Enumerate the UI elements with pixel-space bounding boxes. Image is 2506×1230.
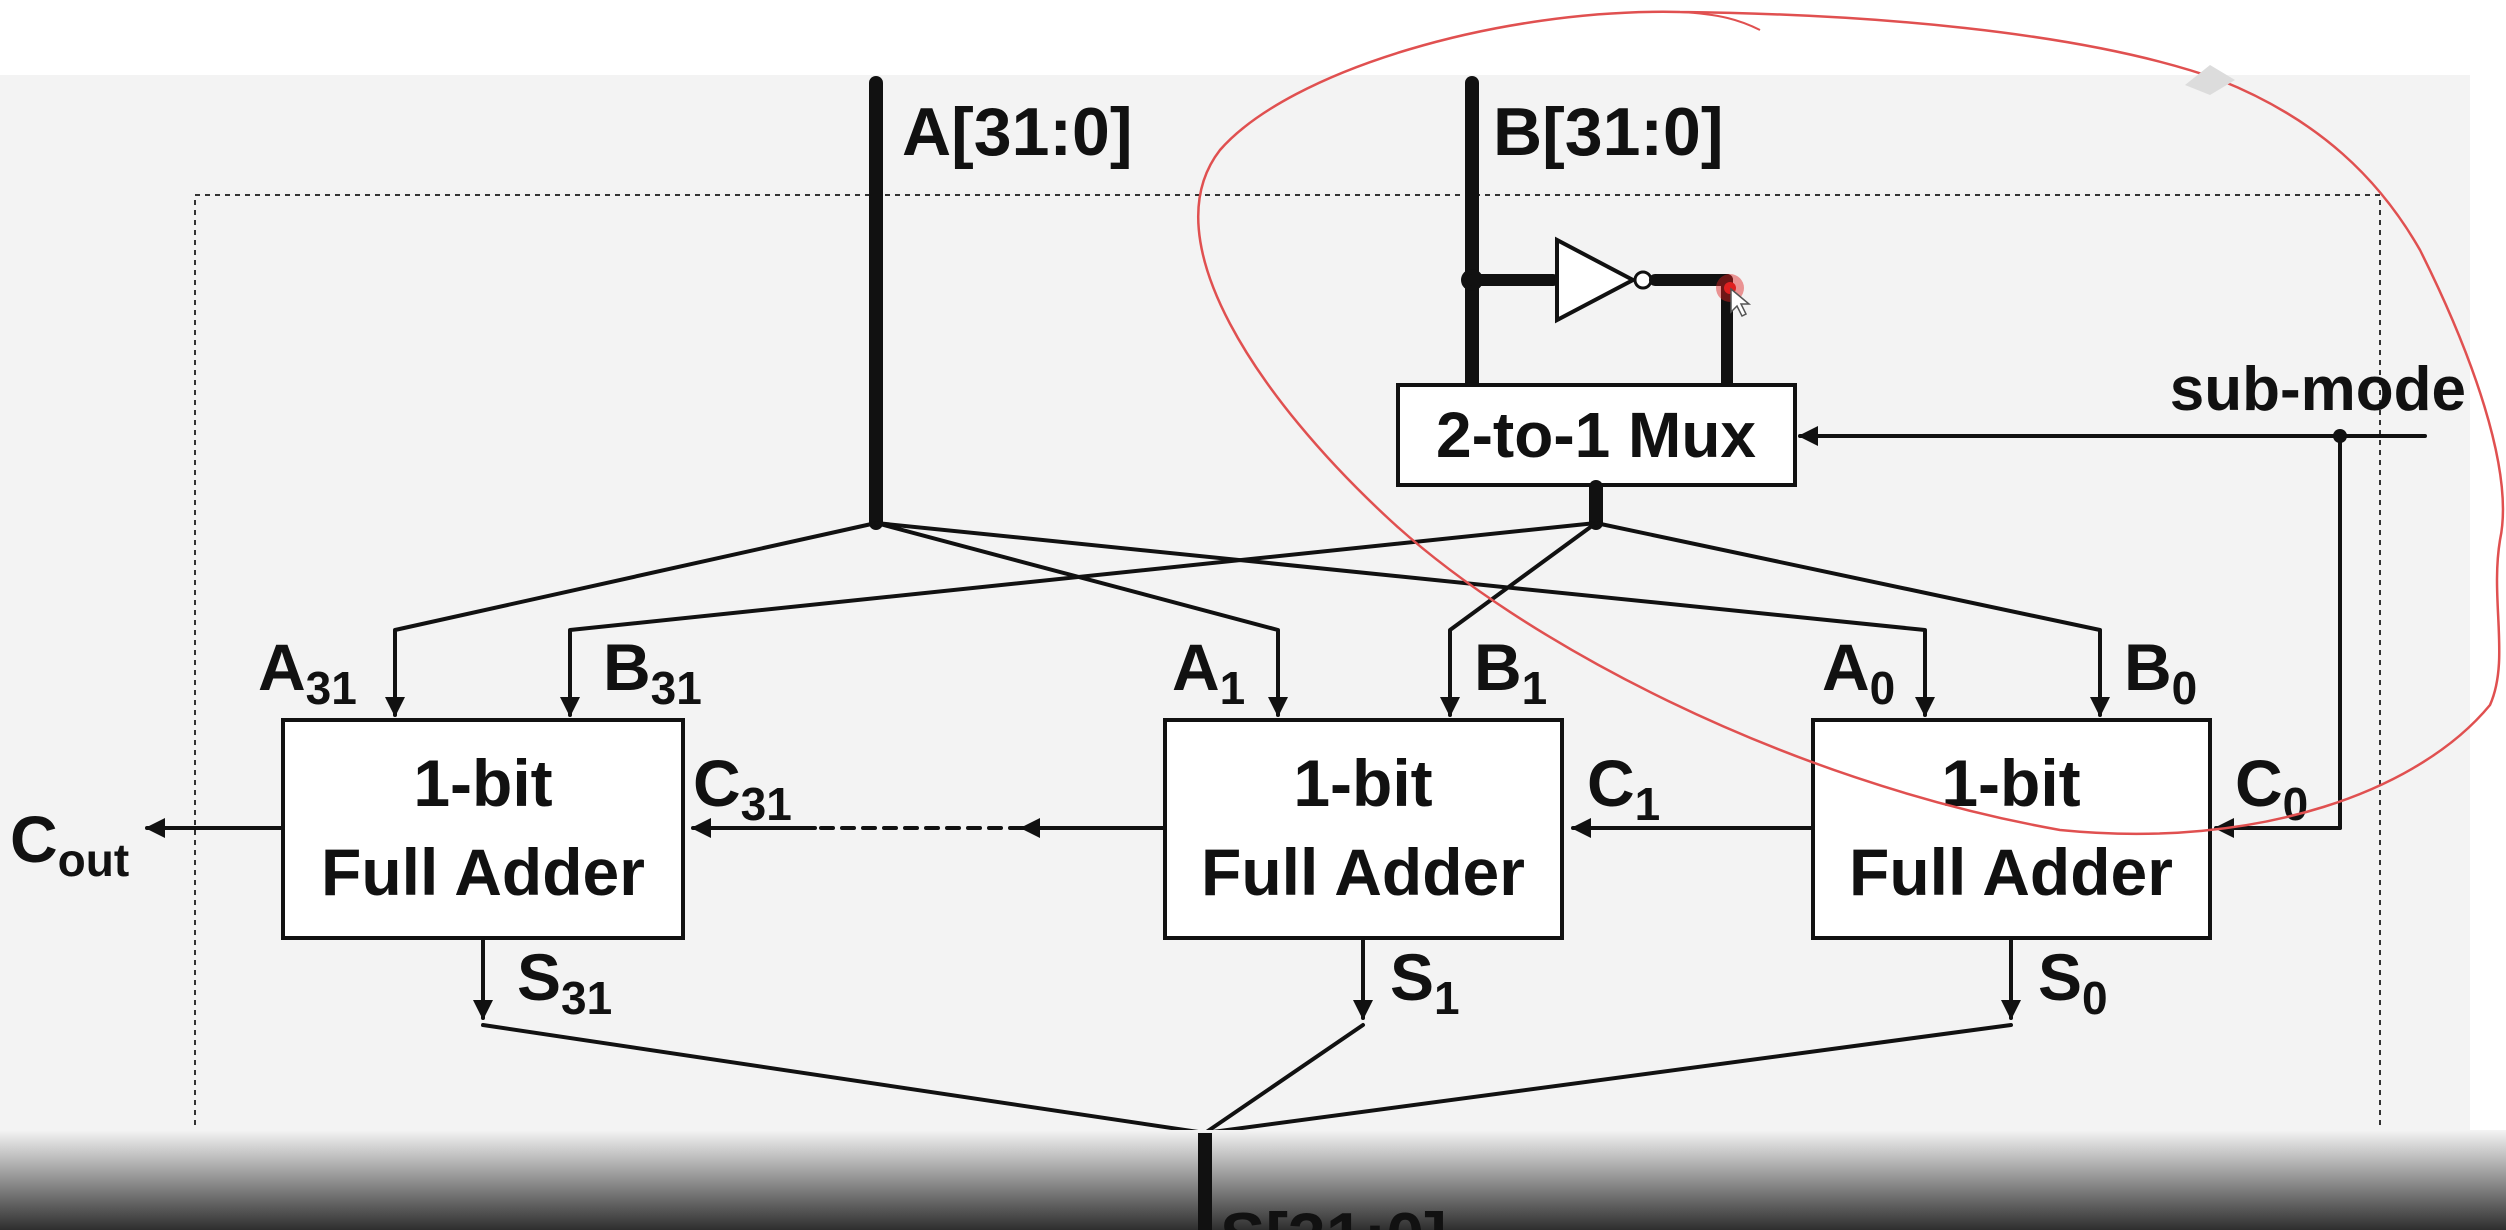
s-bus-label: S[31:0]	[1220, 1199, 1447, 1230]
a31-wire	[385, 521, 878, 717]
inverter-icon	[1555, 236, 1638, 324]
adder-0-line2: Full Adder	[1849, 835, 2173, 909]
pin-a1: A1	[1172, 630, 1245, 714]
pin-b0: B0	[2124, 630, 2197, 714]
mux-label: 2-to-1 Mux	[1436, 399, 1756, 471]
pin-b1: B1	[1474, 630, 1547, 714]
a-bus-label: A[31:0]	[902, 94, 1133, 170]
pin-cout: Cout	[10, 802, 129, 886]
adder-31-line2: Full Adder	[321, 835, 645, 909]
pin-s31: S31	[517, 940, 612, 1024]
b-bus-label: B[31:0]	[1493, 94, 1724, 170]
a1-wire	[874, 521, 1288, 717]
mux-box	[1396, 383, 1797, 487]
adder-0-line1: 1-bit	[1941, 746, 2080, 820]
slide-background	[0, 75, 2470, 1230]
pin-a0: A0	[1822, 630, 1895, 714]
s31-merge-wire	[481, 1023, 1207, 1135]
pin-c31: C31	[693, 746, 792, 830]
red-annotation-tail	[1679, 11, 1761, 31]
pin-a31: A31	[258, 630, 357, 714]
s0-merge-wire	[1203, 1023, 2013, 1135]
full-adder-1	[1163, 718, 1564, 940]
pin-c1: C1	[1587, 746, 1660, 830]
b31-wire	[560, 521, 1598, 717]
pin-s0: S0	[2038, 940, 2108, 1024]
corner-decoration	[2185, 65, 2235, 95]
pin-c0: C0	[2235, 746, 2308, 830]
pin-s1: S1	[1390, 940, 1460, 1024]
pin-b31: B31	[603, 630, 702, 714]
a0-wire	[874, 521, 1935, 717]
adder-1-line2: Full Adder	[1201, 835, 1525, 909]
b1-wire	[1440, 521, 1598, 717]
full-adder-31	[281, 718, 685, 940]
s1-merge-wire	[1203, 1023, 1365, 1135]
adder-31-line1: 1-bit	[413, 746, 552, 820]
bottom-shadow-overlay	[0, 1130, 2506, 1230]
mouse-pointer-icon	[1730, 287, 1752, 318]
full-adder-0	[1811, 718, 2212, 940]
b0-wire	[1594, 521, 2110, 717]
sub-mode-label: sub-mode	[2170, 355, 2466, 424]
adder-1-line1: 1-bit	[1293, 746, 1432, 820]
red-annotation-circle	[1196, 10, 2505, 836]
